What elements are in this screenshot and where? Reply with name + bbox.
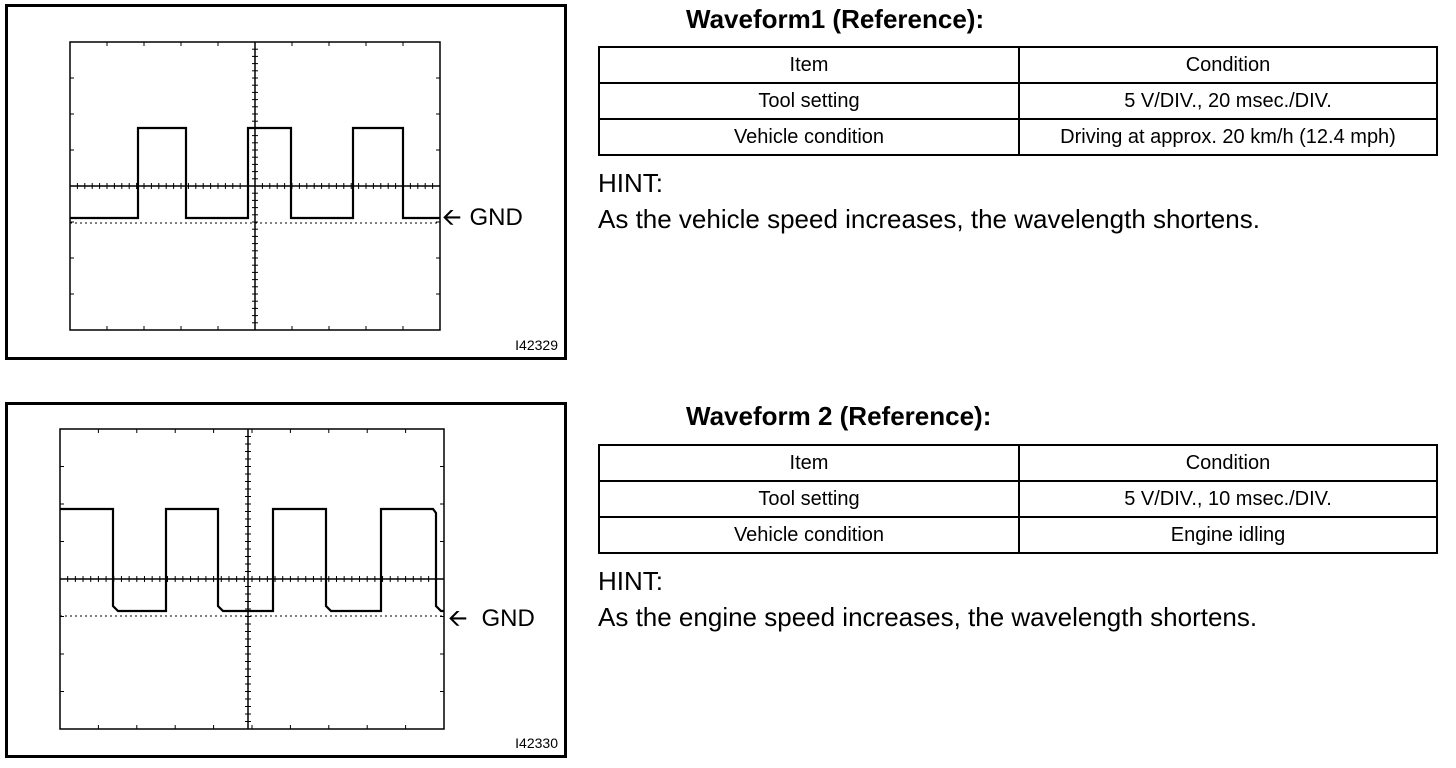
table-cell: 5 V/DIV., 20 msec./DIV. (1018, 82, 1438, 120)
table-row: Tool setting 5 V/DIV., 20 msec./DIV. (598, 82, 1438, 120)
oscilloscope-trace-2 (59, 428, 445, 730)
waveform-figure-1: I42329 🡨 GND (5, 4, 567, 360)
table-cell: Driving at approx. 20 km/h (12.4 mph) (1018, 118, 1438, 156)
gnd-marker: 🡨 GND (442, 204, 523, 232)
table-header-row: Item Condition (598, 46, 1438, 84)
table-header-cell: Condition (1018, 444, 1438, 482)
hint-label: HINT: (598, 168, 663, 198)
left-arrow-icon: 🡨 (448, 605, 468, 632)
left-arrow-icon: 🡨 (442, 204, 462, 231)
table-row: Vehicle condition Engine idling (598, 516, 1438, 554)
table-header-row: Item Condition (598, 444, 1438, 482)
section-heading-2: Waveform 2 (Reference): (686, 401, 992, 431)
hint-block-2: HINT: As the engine speed increases, the… (598, 563, 1257, 635)
condition-table-2: Item Condition Tool setting 5 V/DIV., 10… (598, 444, 1438, 554)
table-header-cell: Item (598, 46, 1020, 84)
section-heading-1: Waveform1 (Reference): (686, 4, 985, 34)
table-cell: Vehicle condition (598, 516, 1020, 554)
waveform-figure-2: I42330 🡨 GND (5, 402, 567, 758)
table-row: Tool setting 5 V/DIV., 10 msec./DIV. (598, 480, 1438, 518)
hint-text: As the engine speed increases, the wavel… (598, 602, 1258, 632)
table-cell: Tool setting (598, 480, 1020, 518)
table-header-cell: Condition (1018, 46, 1438, 84)
gnd-marker: 🡨 GND (448, 605, 535, 633)
figure-id: I42330 (515, 735, 558, 751)
table-cell: Engine idling (1018, 516, 1438, 554)
hint-text: As the vehicle speed increases, the wave… (598, 204, 1260, 234)
condition-table-1: Item Condition Tool setting 5 V/DIV., 20… (598, 46, 1438, 156)
figure-id: I42329 (515, 337, 558, 353)
table-row: Vehicle condition Driving at approx. 20 … (598, 118, 1438, 156)
table-cell: Tool setting (598, 82, 1020, 120)
hint-block-1: HINT: As the vehicle speed increases, th… (598, 165, 1260, 237)
gnd-label: GND (481, 605, 535, 632)
hint-label: HINT: (598, 566, 663, 596)
table-cell: Vehicle condition (598, 118, 1020, 156)
gnd-label: GND (469, 204, 523, 231)
oscilloscope-trace-1 (69, 41, 441, 331)
table-cell: 5 V/DIV., 10 msec./DIV. (1018, 480, 1438, 518)
table-header-cell: Item (598, 444, 1020, 482)
